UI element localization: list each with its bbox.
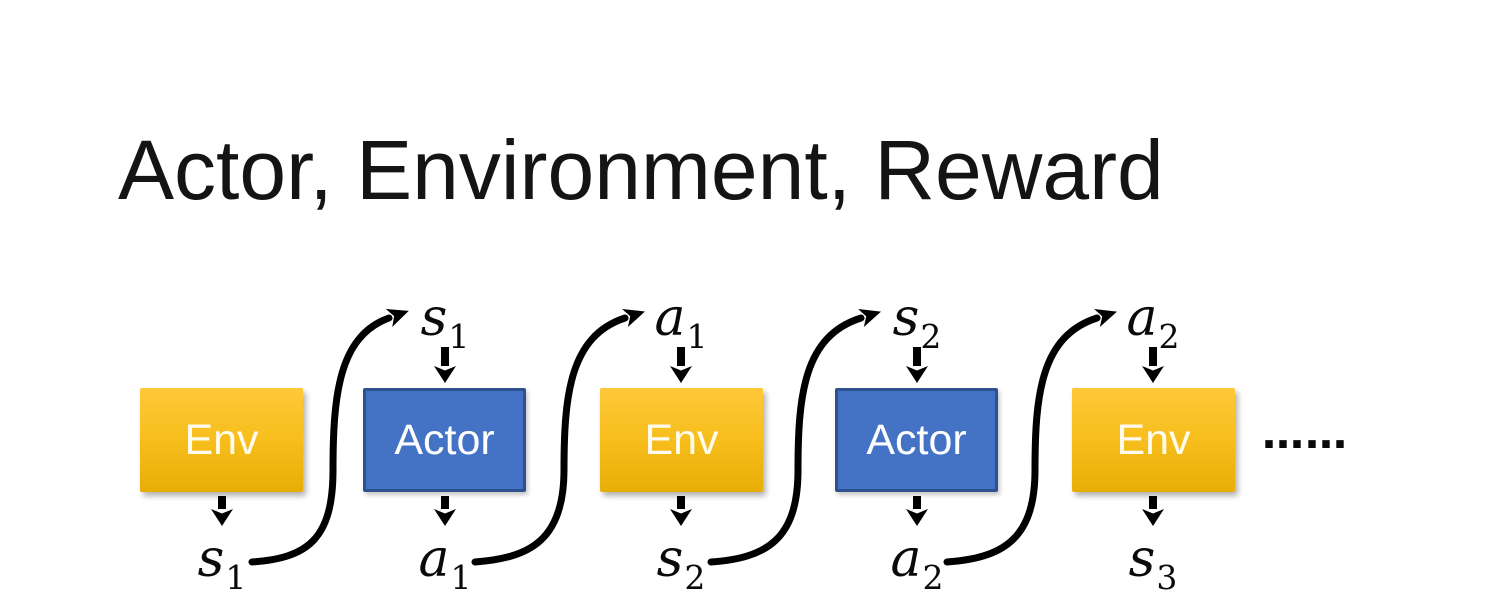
- top-label-s1-sub: 1: [448, 317, 470, 356]
- actor-box-2-label: Actor: [866, 415, 967, 464]
- bottom-label-s2: s2: [657, 533, 706, 597]
- bottom-label-s1: s1: [198, 533, 247, 597]
- bottom-label-s3-base: s: [1128, 529, 1156, 589]
- actor-box-1-label: Actor: [394, 415, 495, 464]
- bottom-label-s3-sub: 3: [1156, 558, 1178, 597]
- page-title: Actor, Environment, Reward: [118, 123, 1164, 217]
- env-box-3-label: Env: [1116, 415, 1191, 464]
- top-label-a1-sub: 1: [686, 317, 708, 356]
- continuation-dots: ……: [1262, 409, 1348, 458]
- top-label-a1: a1: [654, 292, 707, 356]
- bottom-label-s2-sub: 2: [684, 558, 706, 597]
- top-label-a1-base: a: [654, 288, 686, 348]
- bottom-label-s1-sub: 1: [225, 558, 247, 597]
- bottom-label-a2-base: a: [890, 529, 922, 589]
- top-label-s2-base: s: [892, 288, 920, 348]
- top-label-s2: s2: [893, 292, 942, 356]
- top-label-s2-sub: 2: [920, 317, 942, 356]
- env-box-1-label: Env: [184, 415, 259, 464]
- env-box-2-label: Env: [644, 415, 719, 464]
- bottom-label-s2-base: s: [656, 529, 684, 589]
- bottom-label-a2: a2: [890, 533, 943, 597]
- bottom-label-s1-base: s: [197, 529, 225, 589]
- env-box-2: Env: [600, 388, 763, 492]
- top-label-a2-sub: 2: [1158, 317, 1180, 356]
- actor-box-2: Actor: [835, 388, 998, 492]
- env-box-1: Env: [140, 388, 303, 492]
- bottom-label-a1-sub: 1: [450, 558, 472, 597]
- bottom-label-s3: s3: [1129, 533, 1178, 597]
- top-label-a2-base: a: [1126, 288, 1158, 348]
- bottom-label-a1: a1: [418, 533, 471, 597]
- bottom-label-a1-base: a: [418, 529, 450, 589]
- bottom-label-a2-sub: 2: [922, 558, 944, 597]
- actor-box-1: Actor: [363, 388, 526, 492]
- top-label-a2: a2: [1126, 292, 1179, 356]
- top-label-s1-base: s: [420, 288, 448, 348]
- top-label-s1: s1: [421, 292, 470, 356]
- env-box-3: Env: [1072, 388, 1235, 492]
